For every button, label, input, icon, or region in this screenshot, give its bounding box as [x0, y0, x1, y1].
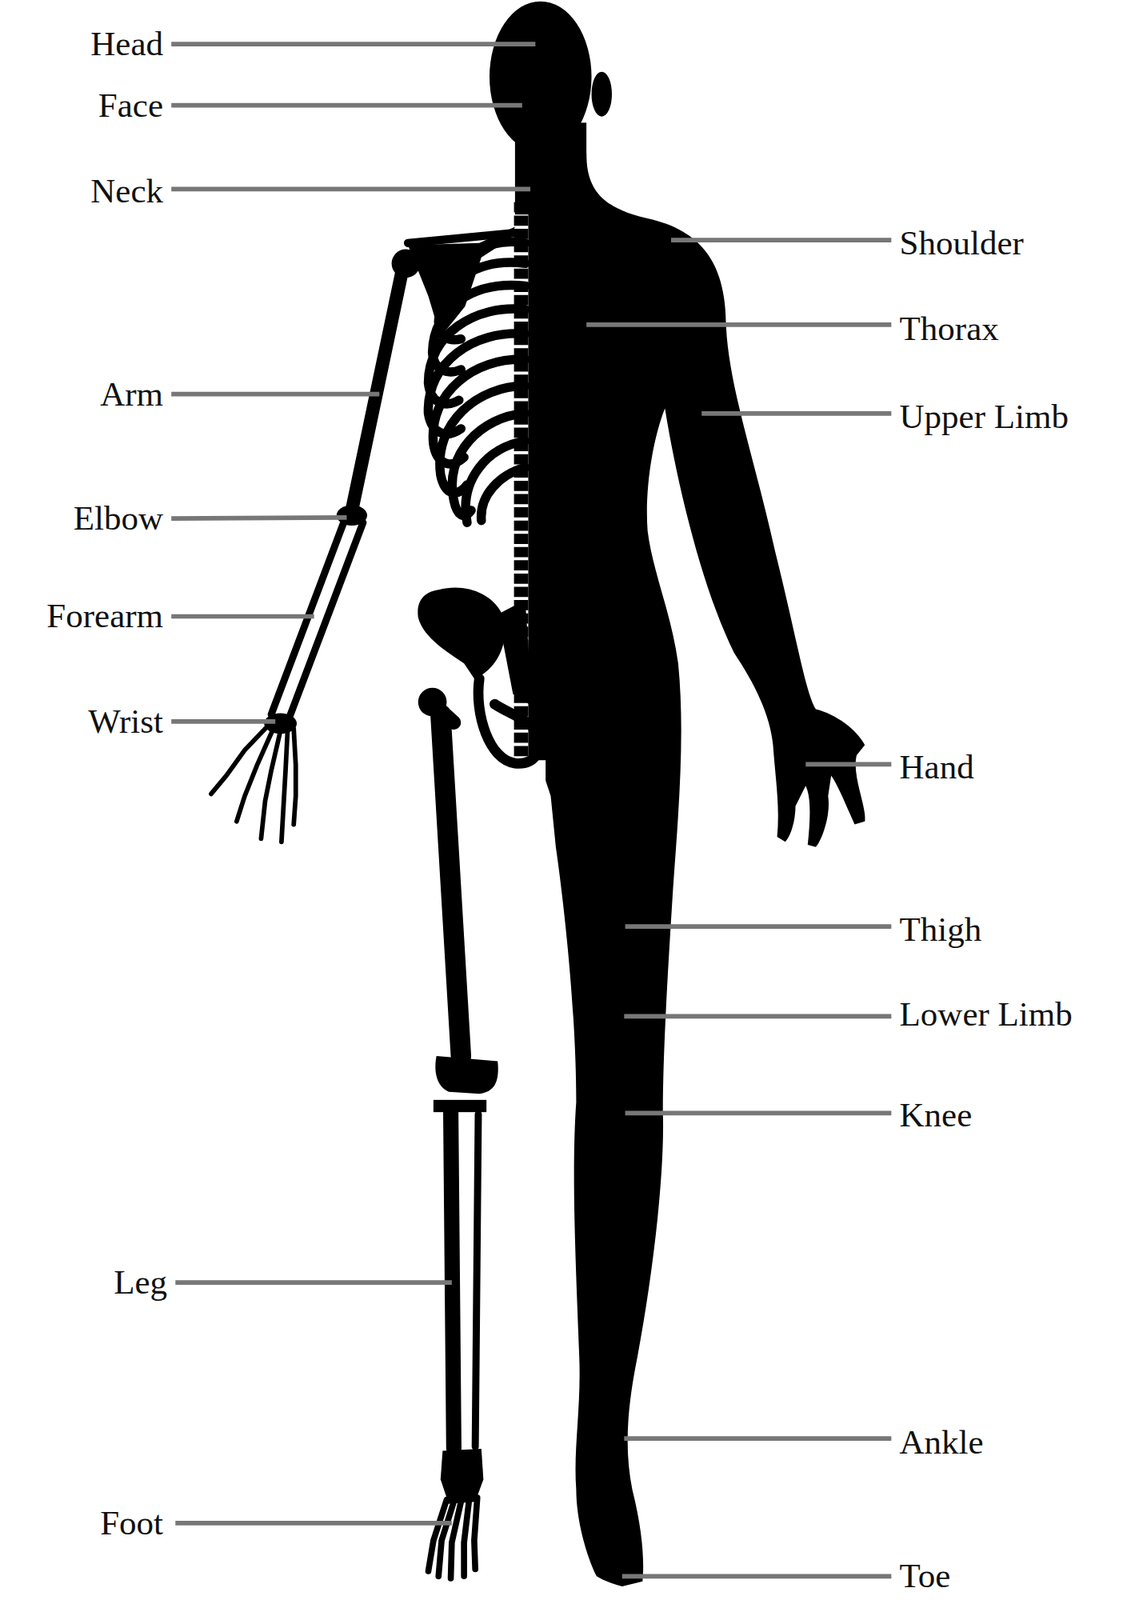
leader-line: [623, 1013, 892, 1019]
leader-line: [171, 517, 347, 519]
ilium: [417, 587, 505, 680]
part-label: Upper Limb: [899, 397, 1069, 436]
femur: [440, 714, 462, 1056]
body-shape: [515, 153, 866, 1587]
tibia-plateau: [433, 1099, 487, 1112]
knee-condyles: [435, 1055, 498, 1094]
part-label: Shoulder: [899, 223, 1024, 262]
leader-line: [625, 1111, 892, 1116]
part-label: Lower Limb: [899, 995, 1073, 1033]
leader-line: [701, 411, 892, 416]
pubic-loop: [478, 678, 540, 764]
skeleton: [211, 202, 540, 1579]
tibia: [451, 1110, 455, 1449]
leader-line: [171, 41, 536, 47]
humerus: [351, 267, 404, 510]
part-label: Face: [98, 86, 164, 124]
part-label: Thorax: [899, 309, 1000, 348]
part-label: Arm: [99, 375, 164, 413]
leader-line: [171, 103, 523, 108]
leader-line: [625, 923, 892, 929]
part-label: Forearm: [46, 596, 164, 635]
leader-line: [805, 762, 892, 768]
leader-line: [171, 391, 380, 397]
part-label: Elbow: [73, 499, 164, 537]
ulna: [288, 522, 364, 720]
finger-bones: [211, 726, 296, 842]
part-label: Head: [90, 24, 164, 63]
leader-line: [175, 1520, 452, 1526]
leader-lines: [171, 43, 892, 1576]
leader-line: [171, 719, 276, 724]
part-label: Neck: [90, 171, 164, 210]
part-label: Ankle: [899, 1422, 984, 1461]
leader-line: [622, 1573, 892, 1579]
part-label: Toe: [899, 1556, 952, 1595]
toe-bones: [428, 1497, 478, 1579]
fibula: [475, 1114, 479, 1447]
scapula: [407, 226, 516, 337]
leader-line: [671, 237, 892, 243]
leader-line: [586, 322, 892, 328]
part-label: Hand: [899, 747, 975, 786]
part-label: Leg: [113, 1262, 168, 1301]
sacrum: [497, 599, 532, 707]
ear-shape: [591, 71, 613, 117]
part-label: Knee: [899, 1095, 973, 1134]
part-label: Foot: [99, 1503, 164, 1542]
leader-line: [171, 614, 315, 620]
leader-line: [623, 1435, 892, 1441]
leader-line: [175, 1279, 452, 1285]
part-label: Thigh: [899, 910, 983, 948]
leader-line: [171, 186, 531, 192]
part-label: Wrist: [87, 702, 164, 740]
